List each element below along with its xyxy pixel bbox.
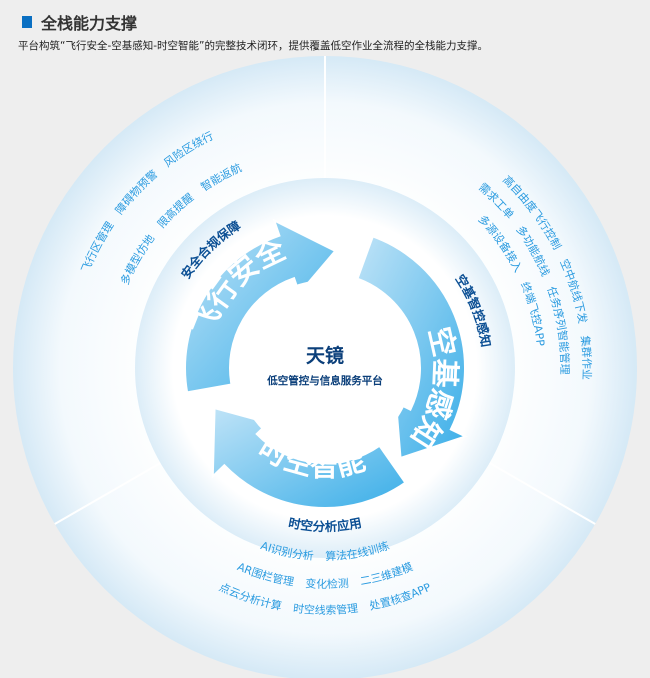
- center-disc: [237, 280, 413, 456]
- capability-item: 变化检测: [305, 576, 349, 591]
- center-subtitle: 低空管控与信息服务平台: [266, 374, 383, 387]
- divider-line: [489, 462, 596, 525]
- section-header: 全栈能力支撑: [22, 10, 137, 34]
- capability-item: 时空线索管理: [292, 602, 358, 617]
- cycle-arrow-2: [356, 235, 468, 460]
- section-description: 平台构筑“飞行安全-空基感知-时空智能”的完整技术闭环，提供覆盖低空作业全流程的…: [18, 40, 488, 52]
- center-name: 天镜: [306, 344, 344, 367]
- group-label-2: 时空分析应用: [287, 515, 363, 534]
- title-marker-icon: [22, 16, 32, 28]
- group-label: 时空分析应用: [287, 515, 363, 534]
- section-title: 全栈能力支撑: [41, 14, 138, 33]
- cycle-arrow-3: [211, 406, 407, 509]
- divider-line: [54, 462, 161, 525]
- cycle-arrow-1: [184, 218, 337, 394]
